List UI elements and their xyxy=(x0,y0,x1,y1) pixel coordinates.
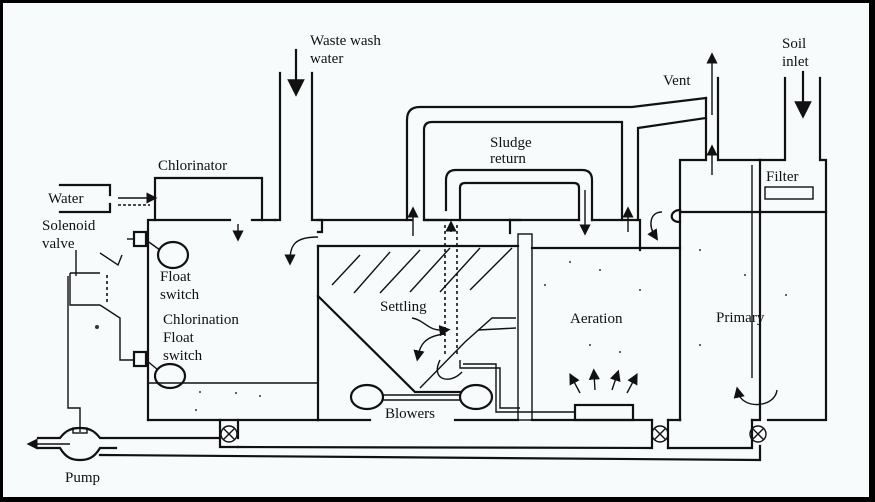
valve-icon xyxy=(749,425,767,443)
float-switch-lower xyxy=(132,350,187,390)
suspended-solids xyxy=(195,249,787,411)
diffuser xyxy=(573,403,635,422)
label-sludge-return-2: return xyxy=(490,151,526,167)
label-settling: Settling xyxy=(380,299,427,315)
label-float-switch-upper: Float xyxy=(160,269,192,285)
label-float-switch-upper-2: switch xyxy=(160,287,200,303)
manifold-pipe xyxy=(218,418,767,450)
chlorinator xyxy=(58,176,264,222)
blower-right xyxy=(458,383,494,411)
label-pump: Pump xyxy=(65,470,100,486)
settling-flow-arrow-icon xyxy=(411,317,451,337)
float-switch-upper xyxy=(132,230,190,270)
label-vent: Vent xyxy=(663,73,691,89)
label-waste-wash-water: Waste wash xyxy=(310,33,381,49)
chlorination-tank xyxy=(146,218,320,422)
pump xyxy=(26,426,762,462)
label-soil-inlet: Soil xyxy=(782,36,806,52)
overflow-arrow-icon xyxy=(284,236,319,266)
treatment-plant-diagram: Waste wash water Soil inlet Vent Sludge … xyxy=(26,33,828,486)
valve-icon xyxy=(651,425,669,443)
label-blowers: Blowers xyxy=(385,406,435,422)
bubble-arrows-icon xyxy=(569,368,638,394)
settling-tank xyxy=(316,218,575,422)
valve-icon xyxy=(220,425,238,443)
filter-icon xyxy=(764,186,814,200)
label-float-switch-lower-2: switch xyxy=(163,348,203,364)
diagram-frame: Waste wash water Soil inlet Vent Sludge … xyxy=(3,3,869,497)
label-water: Water xyxy=(48,191,83,207)
waste-wash-water-pipe xyxy=(273,48,324,266)
circulation-arrow-icon xyxy=(733,386,778,406)
label-chlorinator: Chlorinator xyxy=(158,158,227,174)
label-primary: Primary xyxy=(716,310,765,326)
label-float-switch-lower: Float xyxy=(163,330,195,346)
label-chlorination: Chlorination xyxy=(163,312,239,328)
label-solenoid-valve-2: valve xyxy=(42,236,75,252)
sludge-return-pipe xyxy=(405,96,708,252)
label-aeration: Aeration xyxy=(570,311,623,327)
aeration-tank xyxy=(530,208,682,422)
label-solenoid-valve: Solenoid xyxy=(42,218,96,234)
media-wall xyxy=(517,233,533,421)
label-soil-inlet-2: inlet xyxy=(782,54,809,70)
blower-left xyxy=(349,383,385,411)
label-filter: Filter xyxy=(766,169,799,185)
label-waste-wash-water-2: water xyxy=(310,51,343,67)
solenoid-valve-wiring xyxy=(67,238,134,432)
transfer-arrow-icon xyxy=(647,211,663,241)
primary-tank xyxy=(666,52,828,422)
label-sludge-return: Sludge xyxy=(490,135,532,151)
